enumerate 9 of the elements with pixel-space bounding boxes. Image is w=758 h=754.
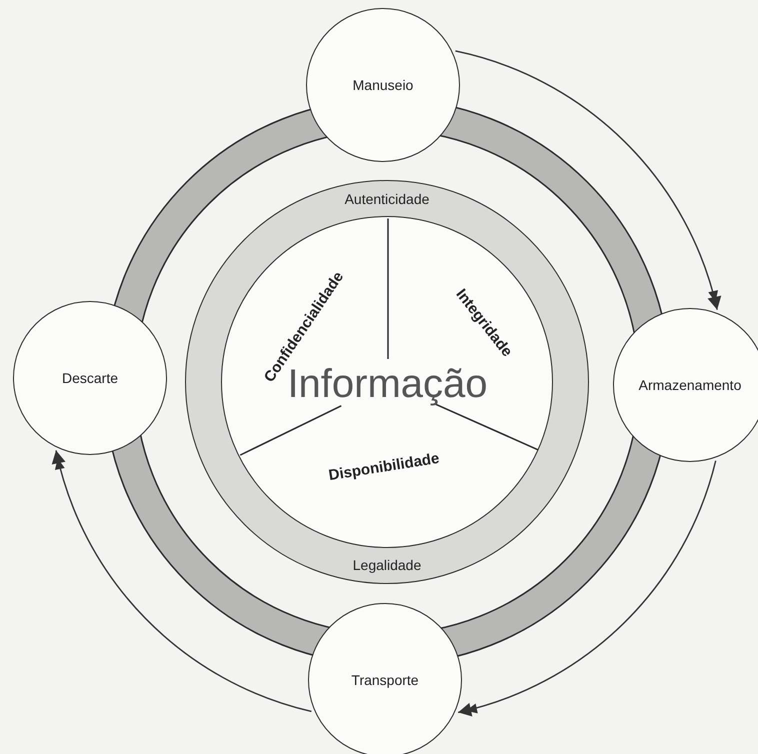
stage-label: Armazenamento: [638, 377, 742, 393]
ring-label: Legalidade: [352, 557, 422, 573]
stage-label: Descarte: [62, 370, 118, 386]
arrow: [458, 460, 716, 716]
arrow: [52, 450, 312, 712]
ring-label: Autenticidade: [344, 191, 430, 207]
stage-label: Transporte: [351, 672, 419, 688]
arrow: [455, 50, 720, 310]
stage-label: Manuseio: [352, 77, 414, 93]
